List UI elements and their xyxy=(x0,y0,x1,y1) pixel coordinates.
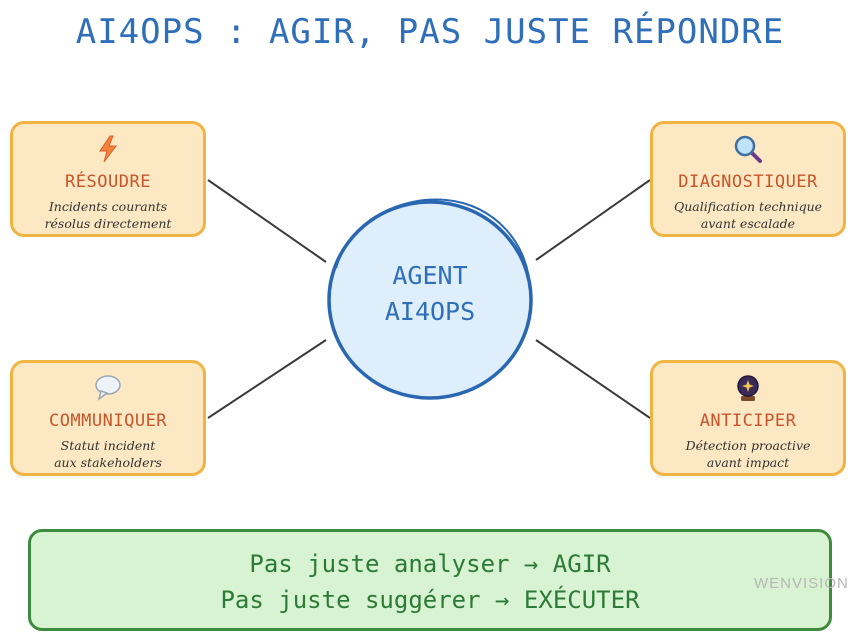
card-communiquer-desc: Statut incident aux stakeholders xyxy=(13,437,203,471)
card-communiquer-desc-line1: Statut incident xyxy=(60,438,156,453)
card-diagnostiquer: DIAGNOSTIQUER Qualification technique av… xyxy=(650,121,846,237)
card-diagnostiquer-desc-line2: avant escalade xyxy=(700,216,796,231)
card-anticiper-desc-line1: Détection proactive xyxy=(685,438,811,453)
agent-label-line2: AI4OPS xyxy=(384,297,476,326)
card-anticiper: ANTICIPER Détection proactive avant impa… xyxy=(650,360,846,476)
card-resoudre-desc-line1: Incidents courants xyxy=(48,199,168,214)
agent-circle xyxy=(327,200,533,400)
card-anticiper-desc: Détection proactive avant impact xyxy=(653,437,843,471)
card-resoudre-label: RÉSOUDRE xyxy=(65,172,151,192)
card-anticiper-label: ANTICIPER xyxy=(699,411,797,431)
banner-line2: Pas juste suggérer → EXÉCUTER xyxy=(220,586,640,614)
agent-label-line1: AGENT xyxy=(392,261,468,290)
card-diagnostiquer-desc: Qualification technique avant escalade xyxy=(653,198,843,232)
lightning-icon xyxy=(99,135,117,163)
card-communiquer: COMMUNIQUER Statut incident aux stakehol… xyxy=(10,360,206,476)
card-diagnostiquer-label: DIAGNOSTIQUER xyxy=(678,172,818,192)
card-resoudre: RÉSOUDRE Incidents courants résolus dire… xyxy=(10,121,206,237)
card-communiquer-label: COMMUNIQUER xyxy=(48,411,168,431)
diagram-title: AI4OPS : AGIR, PAS JUSTE RÉPONDRE xyxy=(75,12,785,52)
card-anticiper-desc-line2: avant impact xyxy=(706,455,790,470)
key-message-banner: Pas juste analyser → AGIR Pas juste sugg… xyxy=(28,529,832,631)
card-resoudre-desc-line2: résolus directement xyxy=(44,216,172,231)
card-communiquer-desc-line2: aux stakeholders xyxy=(54,455,162,470)
connector-diagnostiquer xyxy=(535,179,651,261)
connector-communiquer xyxy=(207,339,327,419)
agent-circle-sketch xyxy=(335,198,531,293)
banner-line1: Pas juste analyser → AGIR xyxy=(249,550,611,578)
magnifier-icon xyxy=(734,135,762,163)
card-diagnostiquer-desc-line1: Qualification technique xyxy=(673,199,823,214)
crystal-ball-icon xyxy=(737,375,759,401)
speech-bubble-icon xyxy=(95,375,121,401)
connector-resoudre xyxy=(207,179,327,263)
agent-label: AGENT AI4OPS xyxy=(330,258,530,330)
card-resoudre-desc: Incidents courants résolus directement xyxy=(13,198,203,232)
watermark-logo: WENVISION xyxy=(754,575,849,592)
connector-anticiper xyxy=(535,339,651,419)
